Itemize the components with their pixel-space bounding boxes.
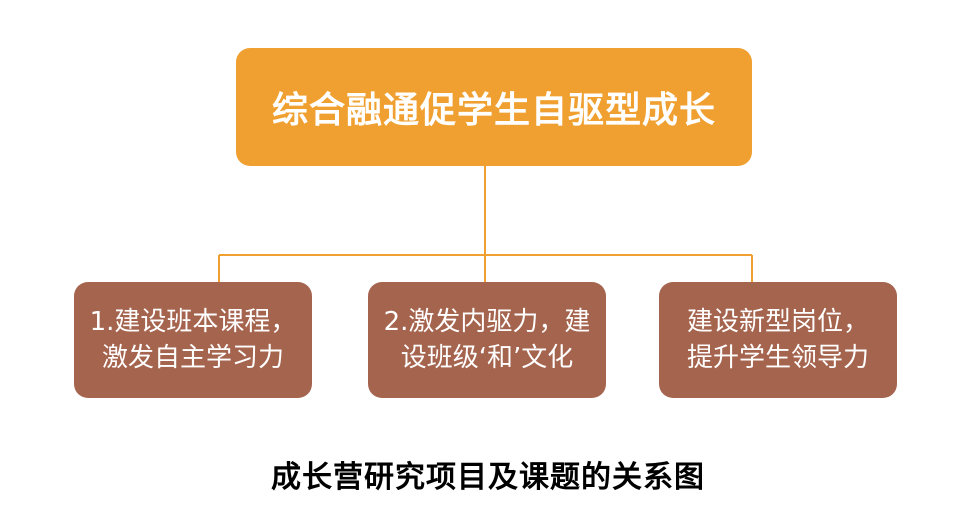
root-node: 综合融通促学生自驱型成长 <box>236 48 752 166</box>
diagram-caption: 成长营研究项目及课题的关系图 <box>271 460 705 495</box>
child-node-course-label: 1.建设班本课程， 激发自主学习力 <box>89 307 297 373</box>
root-node-label: 综合融通促学生自驱型成长 <box>271 90 716 131</box>
child-node-culture: 2.激发内驱力，建 设班级‘和’文化 <box>368 282 606 398</box>
child-node-leadership: 建设新型岗位， 提升学生领导力 <box>659 282 897 398</box>
child-node-course: 1.建设班本课程， 激发自主学习力 <box>74 282 312 398</box>
child-node-culture-label: 2.激发内驱力，建 设班级‘和’文化 <box>383 307 591 373</box>
child-node-leadership-label: 建设新型岗位， 提升学生领导力 <box>686 307 869 373</box>
